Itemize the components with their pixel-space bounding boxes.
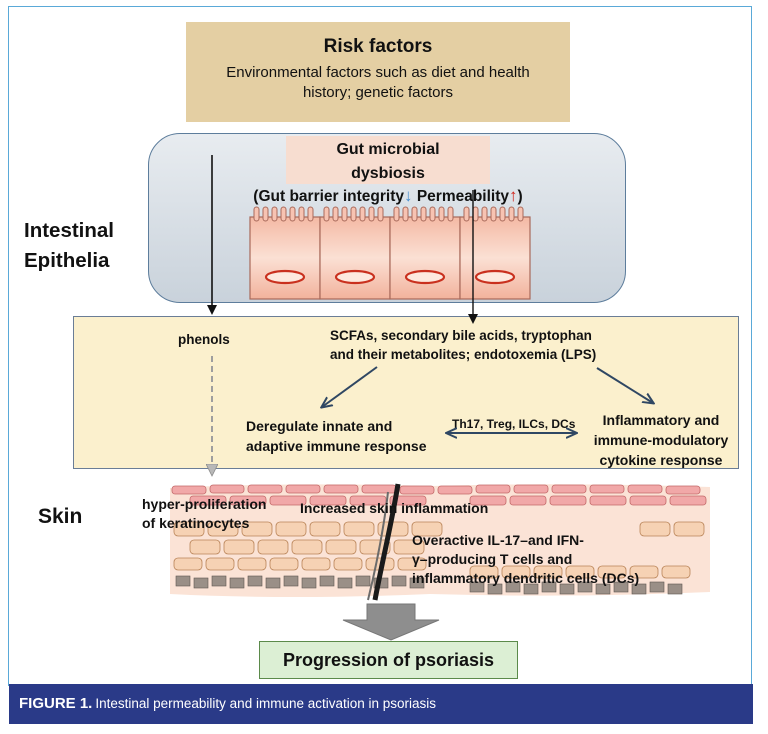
deregulate-line1: Deregulate innate and	[246, 418, 393, 434]
gut-dysbiosis-title: Gut microbial dysbiosis	[230, 138, 546, 186]
metabolites-line2: and their metabolites; endotoxemia (LPS)	[330, 347, 597, 362]
barrier-permeability-text: (Gut barrier integrity↓ Permeability↑)	[230, 186, 546, 206]
risk-factors-title: Risk factors	[323, 36, 433, 57]
caption-text: Intestinal permeability and immune activ…	[95, 696, 437, 711]
figure-caption: FIGURE 1.Intestinal permeability and imm…	[9, 684, 753, 724]
close-paren: )	[517, 188, 523, 205]
epithelial-cells-illustration	[249, 206, 531, 300]
hyperproliferation-text: hyper-proliferation of keratinocytes	[142, 495, 266, 533]
overactive-line2: γ–producing T cells and	[412, 551, 573, 567]
arrow-up-icon: ↑	[509, 186, 518, 205]
risk-factors-line2: history; genetic factors	[302, 84, 454, 101]
arrow-to-deregulate	[322, 366, 378, 407]
caption-label: FIGURE 1.	[19, 695, 93, 712]
progression-of-psoriasis-box: Progression of psoriasis	[259, 641, 518, 679]
epithelial-cells	[249, 206, 531, 300]
hyper-line2: of keratinocytes	[142, 515, 250, 531]
increased-inflammation-text: Increased skin inflammation	[300, 500, 489, 516]
gut-line1: Gut microbial	[336, 141, 440, 158]
hyper-line1: hyper-proliferation	[142, 496, 267, 512]
deregulate-immune-text: Deregulate innate and adaptive immune re…	[246, 416, 427, 456]
deregulate-line2: adaptive immune response	[246, 438, 427, 454]
immune-mechanism-panel	[73, 316, 739, 469]
phenols-label: phenols	[178, 332, 230, 347]
overactive-tcells-text: Overactive IL-17–and IFN- γ–producing T …	[412, 531, 639, 588]
metabolites-line1: SCFAs, secondary bile acids, tryptophan	[330, 328, 592, 343]
inflammatory-response-text: Inflammatory and immune-modulatory cytok…	[586, 410, 736, 470]
skin-tissue	[170, 483, 710, 601]
risk-factors-box: Risk factors Environmental factors such …	[186, 22, 570, 122]
permeability-text: Permeability	[416, 188, 510, 205]
skin-layers-illustration	[170, 483, 710, 601]
inflammatory-line2: immune-modulatory	[593, 432, 729, 448]
intestinal-label-line2: Epithelia	[24, 249, 110, 272]
gut-dysbiosis-highlight	[286, 136, 490, 184]
arrow-down-icon: ↓	[404, 186, 413, 205]
skin-label: Skin	[38, 505, 83, 528]
metabolites-text: SCFAs, secondary bile acids, tryptophan …	[330, 326, 670, 364]
gut-line2: dysbiosis	[351, 165, 425, 182]
overactive-line1: Overactive IL-17–and IFN-	[412, 532, 584, 548]
intestinal-epithelia-label: Intestinal Epithelia	[24, 216, 114, 276]
arrow-to-inflammatory	[596, 367, 653, 403]
barrier-integrity-text: (Gut barrier integrity	[253, 188, 405, 205]
inflammatory-line1: Inflammatory and	[602, 412, 720, 428]
overactive-line3: inflammatory dendritic cells (DCs)	[412, 570, 640, 586]
big-down-arrow-icon	[342, 603, 440, 641]
intestinal-label-line1: Intestinal	[24, 219, 114, 242]
risk-factors-line1: Environmental factors such as diet and h…	[226, 64, 530, 81]
inflammatory-line3: cytokine response	[599, 452, 723, 468]
